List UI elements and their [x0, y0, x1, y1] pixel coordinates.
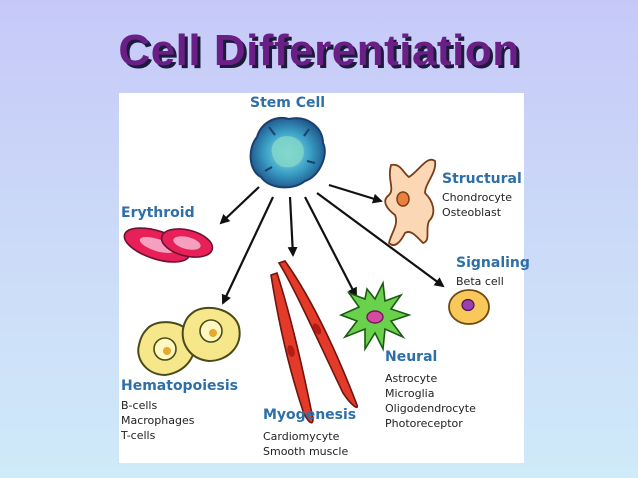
signaling-item: Beta cell: [456, 275, 504, 288]
neural-item: Photoreceptor: [385, 417, 463, 430]
neural-cell-illustration: [338, 280, 412, 352]
structural-list: Chondrocyte Osteoblast: [442, 190, 512, 220]
neural-list: Astrocyte Microglia Oligodendrocyte Phot…: [385, 371, 476, 431]
erythroid-label: Erythroid: [121, 205, 195, 221]
hematopoiesis-item: Macrophages: [121, 414, 195, 427]
myogenesis-cells-illustration: [270, 260, 359, 424]
arrow-erythroid: [219, 186, 260, 225]
hematopoiesis-label: Hematopoiesis: [121, 378, 238, 394]
signaling-list: Beta cell: [456, 274, 504, 289]
structural-cell-illustration: [384, 158, 437, 246]
myogenesis-item: Smooth muscle: [263, 445, 349, 458]
stem-cell-label: Stem Cell: [250, 95, 326, 111]
myogenesis-list: Cardiomycyte Smooth muscle: [263, 429, 348, 459]
diagram-canvas: [123, 117, 490, 424]
arrow-structural: [328, 183, 383, 204]
hematopoiesis-item: T-cells: [121, 429, 156, 442]
signaling-cell-illustration: [448, 289, 490, 325]
diagram-panel: Stem Cell Structural Chondrocyte Osteobl…: [119, 93, 530, 463]
arrow-neural: [304, 196, 357, 298]
hematopoiesis-list: B-cells Macrophages T-cells: [121, 398, 194, 443]
neural-item: Astrocyte: [385, 372, 438, 385]
neural-label: Neural: [385, 349, 438, 365]
neural-item: Oligodendrocyte: [385, 402, 476, 415]
structural-item: Chondrocyte: [442, 191, 512, 204]
arrow-hematopoiesis: [221, 196, 274, 305]
erythroid-cells-illustration: [123, 227, 214, 263]
stem-cell-illustration: [249, 117, 326, 189]
slide-title: Cell Differentiation: [118, 26, 520, 75]
structural-item: Osteoblast: [442, 206, 502, 219]
myogenesis-item: Cardiomycyte: [263, 430, 340, 443]
hematopoiesis-cells-illustration: [137, 306, 241, 377]
arrows: [219, 183, 445, 305]
neural-item: Microglia: [385, 387, 435, 400]
hematopoiesis-item: B-cells: [121, 399, 158, 412]
myogenesis-label: Myogenesis: [263, 407, 357, 423]
arrow-myogenesis: [287, 196, 298, 257]
structural-label: Structural: [442, 171, 522, 187]
arrow-signaling: [316, 192, 445, 288]
signaling-label: Signaling: [456, 255, 530, 271]
